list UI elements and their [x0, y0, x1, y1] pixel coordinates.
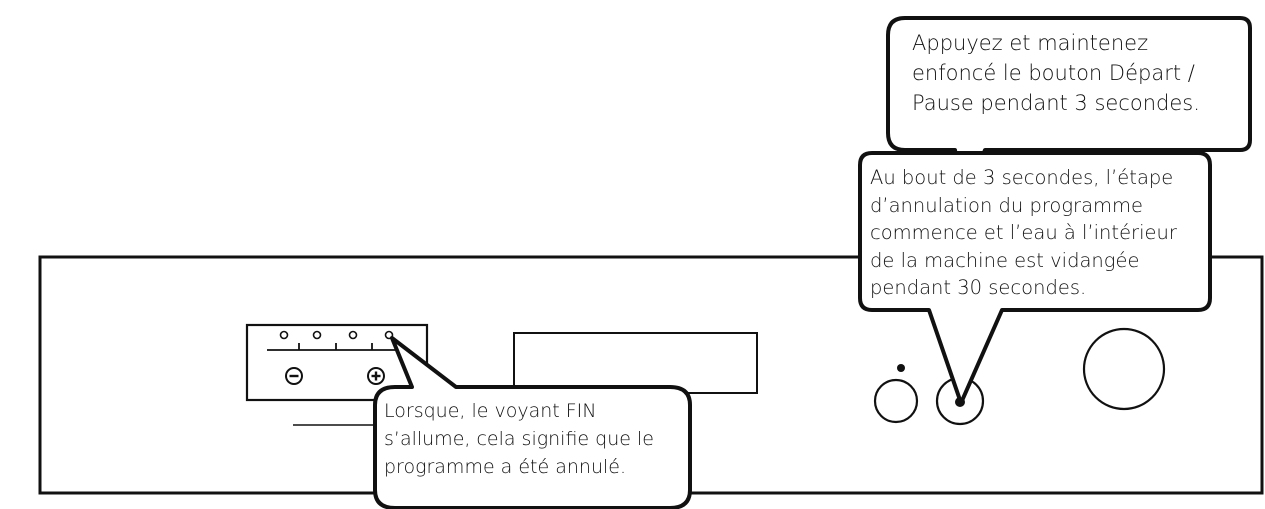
large-knob[interactable] [1082, 327, 1166, 411]
plus-button[interactable] [367, 367, 385, 385]
indicator-led-3 [348, 330, 358, 340]
callout-top-line-1: Appuyez et maintenez [912, 31, 1149, 55]
callout-middle-line-5: pendant 30 secondes. [870, 276, 1087, 299]
indicator-led-2 [312, 330, 322, 340]
selector-scale-ticks [298, 343, 373, 350]
callout-top-line-2: enfoncé le bouton Départ / [912, 61, 1195, 85]
callout-middle-line-3: commence et l’eau à l’intérieur [870, 221, 1177, 244]
callout-bubble-bottom [373, 336, 692, 509]
callout-text-middle: Au bout de 3 secondes, l’étape d’annulat… [870, 164, 1177, 302]
callout-bottom-line-1: Lorsque, le voyant FIN [384, 400, 597, 422]
callout-text-top: Appuyez et maintenez enfoncé le bouton D… [912, 28, 1200, 118]
callout-middle-line-1: Au bout de 3 secondes, l’étape [870, 166, 1174, 189]
callout-bubble-middle [858, 151, 1212, 405]
minus-button[interactable] [285, 367, 303, 385]
display-window [513, 332, 758, 394]
callout-text-bottom: Lorsque, le voyant FIN s’allume, cela si… [384, 397, 654, 481]
power-button[interactable] [873, 378, 919, 424]
small-indicator-dot [897, 364, 905, 372]
callout-bottom-line-2: s’allume, cela signifie que le [384, 428, 654, 450]
callout-middle-line-4: de la machine est vidangée [870, 248, 1140, 272]
indicator-led-1 [279, 330, 289, 340]
callout-bottom-line-3: programme a été annulé. [384, 456, 627, 478]
callout-middle-line-2: d’annulation du programme [870, 193, 1144, 217]
callout-top-line-3: Pause pendant 3 secondes. [912, 91, 1200, 115]
